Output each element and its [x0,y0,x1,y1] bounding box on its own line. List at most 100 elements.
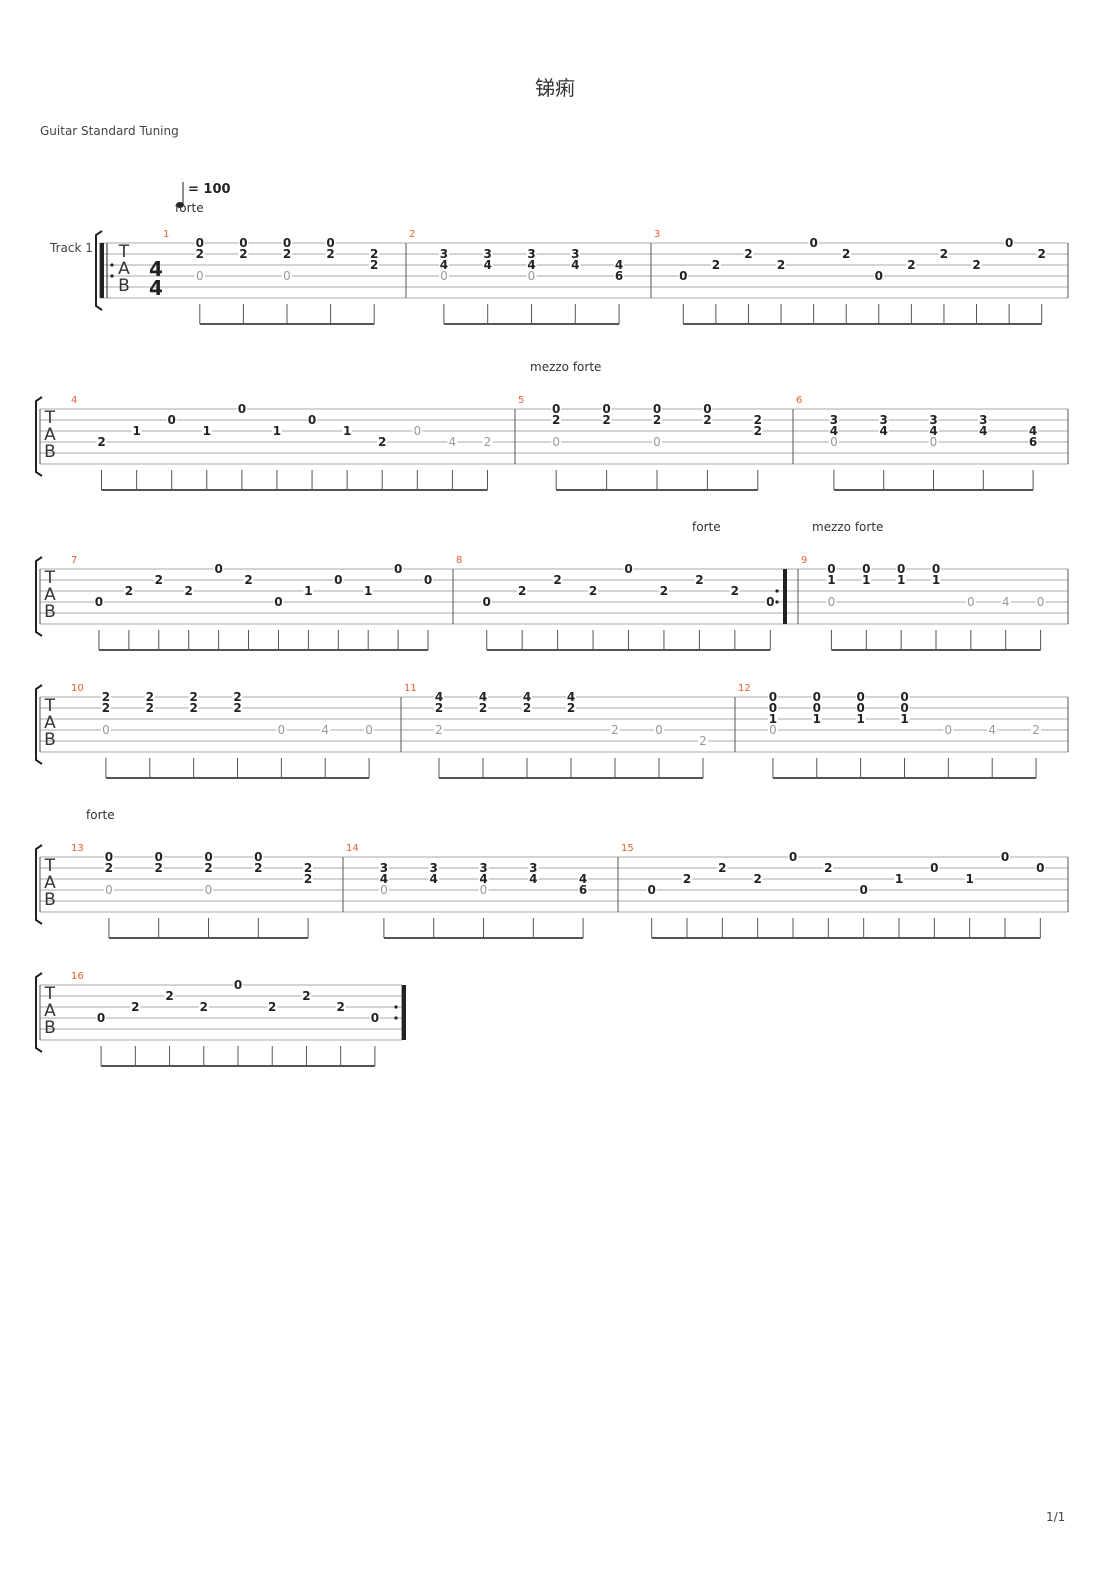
fret-number: 0 [552,435,560,449]
fret-backdrop [729,585,740,596]
measure-number: 15 [621,843,634,854]
fret-number: 0 [1001,850,1009,864]
fret-number: 0 [274,595,282,609]
tab-clef-letter: B [44,1018,56,1038]
fret-backdrop [423,574,434,585]
fret-backdrop [928,436,939,447]
fret-backdrop [767,724,778,735]
fret-number: 2 [553,573,561,587]
fret-number: 2 [239,247,247,261]
fret-backdrop [965,596,976,607]
repeat-dot [394,1016,398,1020]
fret-backdrop [517,585,528,596]
fret-backdrop [482,436,493,447]
tab-clef-letter: A [44,1001,56,1021]
fret-backdrop [271,425,282,436]
fret-number: 0 [394,562,402,576]
fret-number: 4 [567,690,575,704]
fret-number: 0 [900,690,908,704]
fret-number: 0 [196,236,204,250]
fret-number: 0 [769,701,777,715]
fret-backdrop [378,884,389,895]
fret-number: 2 [204,861,212,875]
fret-number: 1 [769,712,777,726]
fret-number: 0 [1037,595,1045,609]
fret-number: 0 [655,723,663,737]
fret-backdrop [188,691,199,702]
fret-number: 4 [449,435,457,449]
system-bracket [35,684,43,765]
fret-backdrop [369,248,380,259]
fret-number: 2 [185,584,193,598]
fret-backdrop [964,873,975,884]
fret-number: 1 [965,872,973,886]
fret-number: 3 [571,247,579,261]
fret-backdrop [823,862,834,873]
fret-backdrop [652,403,662,414]
fret-backdrop [828,414,839,425]
fret-number: 2 [435,723,443,737]
fret-backdrop [578,873,589,884]
fret-number: 2 [435,701,443,715]
fret-backdrop [811,713,822,724]
fret-number: 4 [523,690,531,704]
repeat-dot [394,1005,398,1009]
fret-backdrop [273,596,284,607]
fret-number: 2 [842,247,850,261]
fret-backdrop [826,563,837,574]
fret-backdrop [1004,237,1015,248]
fret-number: 4 [830,424,838,438]
fret-number: 0 [283,269,291,283]
fret-backdrop [1028,425,1039,436]
fret-backdrop [481,596,492,607]
fret-number: 1 [856,712,864,726]
fret-backdrop [767,702,778,713]
fret-backdrop [776,259,787,270]
tab-clef-letter: T [44,696,56,716]
fret-number: 2 [972,258,980,272]
fret-backdrop [447,436,458,447]
fret-number: 2 [131,1000,139,1014]
fret-number: 0 [308,413,316,427]
fret-backdrop [232,691,243,702]
fret-backdrop [588,585,599,596]
fret-backdrop [203,884,214,895]
fret-backdrop [1035,596,1046,607]
fret-backdrop [144,691,155,702]
fret-backdrop [276,724,287,735]
measure-number: 9 [801,555,807,566]
fret-number: 0 [214,562,222,576]
fret-number: 0 [830,435,838,449]
tab-clef-letter: A [44,873,56,893]
fret-number: 0 [653,435,661,449]
fret-backdrop [203,862,214,873]
fret-number: 0 [875,269,883,283]
fret-backdrop [1035,862,1046,873]
fret-backdrop [93,596,104,607]
fret-number: 4 [979,424,987,438]
fret-backdrop [929,862,940,873]
fret-backdrop [826,574,837,585]
fret-number: 0 [1005,236,1013,250]
fret-backdrop [307,414,318,425]
fret-backdrop [320,724,331,735]
fret-number: 3 [529,861,537,875]
fret-backdrop [236,403,247,414]
fret-number: 4 [321,723,329,737]
repeat-end-bar [402,985,406,1040]
fret-number: 2 [146,701,154,715]
tab-clef-letter: B [118,276,130,296]
fret-number: 0 [155,850,163,864]
measure-number: 7 [71,555,77,566]
measure-number: 16 [71,971,84,982]
fret-backdrop [752,414,763,425]
fret-backdrop [153,851,164,862]
fret-number: 2 [233,701,241,715]
fret-number: 0 [967,595,975,609]
fret-number: 1 [932,573,940,587]
fret-number: 3 [484,247,492,261]
fret-number: 2 [703,413,711,427]
fret-number: 4 [929,424,937,438]
fret-backdrop [194,248,205,259]
measure-number: 12 [738,683,751,694]
